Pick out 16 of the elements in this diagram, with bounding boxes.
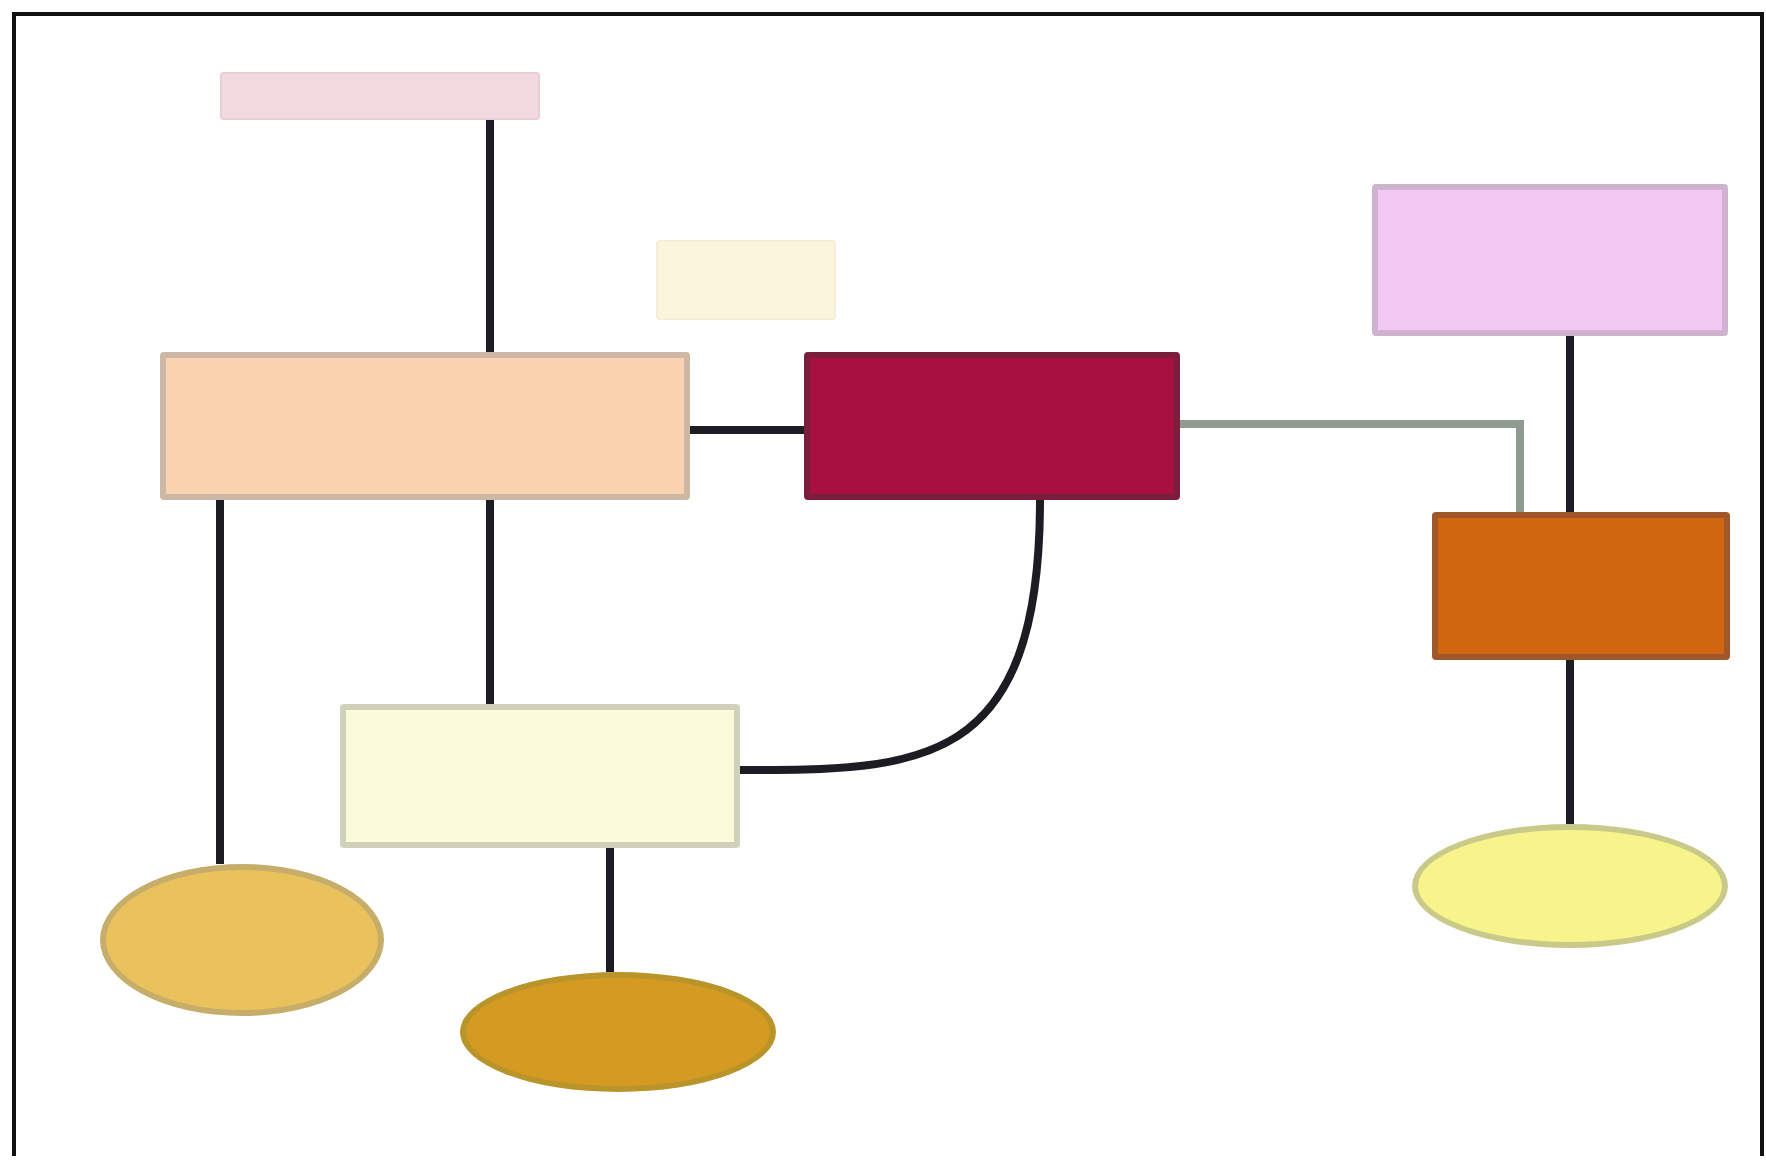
connector-line: [690, 426, 804, 434]
process-box: [1372, 184, 1728, 336]
process-box: [804, 352, 1180, 500]
connector-line: [486, 500, 494, 704]
connector-line: [606, 848, 614, 972]
connector-line: [1566, 660, 1574, 824]
connector-line: [486, 120, 494, 352]
process-box: [656, 240, 836, 320]
connector-line: [216, 500, 224, 864]
connector-line: [740, 499, 1044, 774]
process-box: [160, 352, 690, 500]
connector-line: [1180, 420, 1524, 512]
process-box: [1432, 512, 1730, 660]
process-box: [340, 704, 740, 848]
connector-line: [1566, 336, 1574, 512]
process-box: [220, 72, 540, 120]
